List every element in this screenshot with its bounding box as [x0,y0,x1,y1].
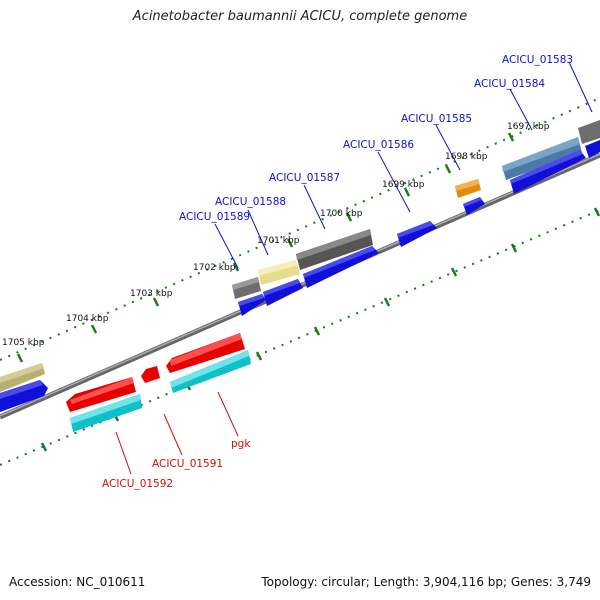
gene-label-pgk: pgk [231,438,251,450]
kbp-label: 1705 kbp [2,338,45,348]
gene-label-acicu-01588: ACICU_01588 [215,196,286,208]
gene-arrow [263,279,303,306]
forward-features [0,120,600,392]
gene-label-acicu-01584: ACICU_01584 [474,78,545,90]
map-title: Acinetobacter baumannii ACICU, complete … [132,9,468,24]
kbp-label: 1701 kbp [257,236,300,246]
reverse-features [70,350,251,432]
gene-arrow [463,197,485,215]
outer-ruler-ticks [16,132,515,363]
inner-ruler-dots [0,209,600,466]
outer-ruler [0,97,600,363]
gene-arrow [510,150,586,194]
forward-leaders [214,61,593,269]
gene-label-acicu-01587: ACICU_01587 [269,172,340,184]
topology-text: Topology: circular; Length: 3,904,116 bp… [261,575,591,589]
gene-arrow [397,221,437,247]
kbp-label: 1698 kbp [445,152,488,162]
accession-text: Accession: NC_010611 [9,575,146,589]
gene-label-acicu-01589: ACICU_01589 [179,211,250,223]
kbp-label: 1703 kbp [130,289,173,299]
gene-label-acicu-01585: ACICU_01585 [401,113,472,125]
gene-arrow [0,380,48,412]
gene-labels: ACICU_01583 ACICU_01584 ACICU_01585 ACIC… [102,54,573,490]
gene-arrow [303,246,379,288]
gene-arrow [585,140,600,158]
gene-label-acicu-01591: ACICU_01591 [152,458,223,470]
inner-ruler [0,207,600,466]
kbp-label: 1702 kbp [193,263,236,273]
outer-ruler-dots [0,97,600,361]
kbp-label: 1700 kbp [320,209,363,219]
kbp-label: 1697 kbp [507,122,550,132]
gene-arrow [141,366,160,383]
inner-ruler-ticks [40,207,600,452]
kbp-label: 1704 kbp [66,314,109,324]
reverse-leaders [115,391,239,475]
forward-genes [0,140,600,412]
feature-bar [578,120,600,144]
gene-label-acicu-01586: ACICU_01586 [343,139,414,151]
gene-label-acicu-01592: ACICU_01592 [102,478,173,490]
kbp-labels: 1697 kbp 1698 kbp 1699 kbp 1700 kbp 1701… [2,122,550,348]
gene-label-acicu-01583: ACICU_01583 [502,54,573,66]
kbp-label: 1699 kbp [382,180,425,190]
reverse-genes [66,333,245,412]
